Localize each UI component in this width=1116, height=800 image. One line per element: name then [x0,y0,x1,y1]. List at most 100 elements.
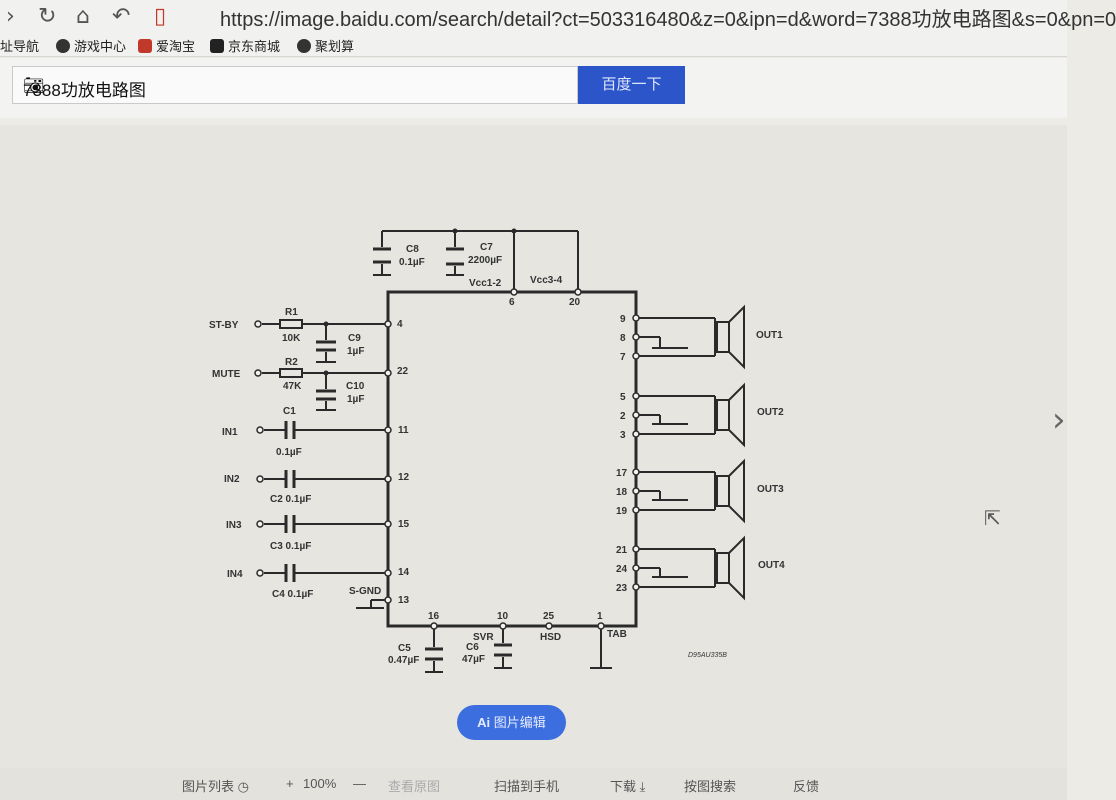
pin-18: 18 [616,487,628,498]
pin-6: 6 [509,297,515,308]
bookmark-juhuasuan[interactable]: 聚划算 [297,36,354,55]
c9-value: 1µF [347,346,364,357]
vcc34-label: Vcc3-4 [530,275,563,286]
image-list-button[interactable]: 图片列表 ◷ [182,776,249,795]
bookmark-games[interactable]: 游戏中心 [56,36,126,55]
c4-label: C4 0.1µF [272,589,313,600]
out3-label: OUT3 [757,484,784,495]
out2-label: OUT2 [757,407,784,418]
pin-15: 15 [398,519,410,530]
st-by-label: ST-BY [209,320,239,331]
pin-25: 25 [543,611,555,622]
pin-10: 10 [497,611,509,622]
ai-edit-button[interactable]: Ai 图片编辑 [457,705,566,740]
image-list-label: 图片列表 [182,779,235,794]
ai-edit-label: 图片编辑 [493,715,546,730]
c8-value: 0.1µF [399,257,425,268]
search-button[interactable]: 百度一下 [578,66,685,104]
ai-icon: Ai [477,715,491,730]
pin-23: 23 [616,583,628,594]
c9-label: C9 [348,333,361,344]
bookmark-jd[interactable]: 京东商城 [210,36,280,55]
in3-label: IN3 [226,520,242,531]
taobao-icon [138,39,152,53]
out1-label: OUT1 [756,330,783,341]
feedback-button[interactable]: 反馈 [793,779,820,794]
in1-label: IN1 [222,427,238,438]
c10-value: 1µF [347,394,364,405]
bookmarks-bar: 址导航 游戏中心 爱淘宝 京东商城 聚划算 [0,32,1067,57]
c1-label: C1 [283,406,296,417]
in4-label: IN4 [227,569,243,580]
bookmark-label: 游戏中心 [74,39,127,54]
speaker-out1 [636,304,745,370]
reload-icon[interactable]: ↻ [38,4,57,29]
hsd-label: HSD [540,632,561,643]
pin-7: 7 [620,352,626,363]
address-bar[interactable]: https://image.baidu.com/search/detail?ct… [220,9,1116,31]
bookmark-label: 聚划算 [315,39,355,54]
zoom-level: 100% [303,776,337,791]
c5-value: 0.47µF [388,655,419,666]
sgnd-label: S-GND [349,586,381,597]
bookmark-book-icon[interactable]: ▯ [154,4,167,29]
circuit-schematic: C8 0.1µF C7 2200µF Vcc1-2 Vcc3-4 6 20 ST… [209,228,785,673]
scan-to-phone-button[interactable]: 扫描到手机 [494,779,560,794]
clock-icon: ◷ [237,779,249,794]
pin-8: 8 [620,333,626,344]
camera-icon[interactable]: 📷︎ [23,76,45,95]
r1-label: R1 [285,307,298,318]
forward-icon[interactable]: › [6,4,15,29]
pin-21: 21 [616,545,628,556]
speaker-out2 [636,382,745,448]
c1-value: 0.1µF [276,447,302,458]
out4-label: OUT4 [758,560,785,571]
pin-14: 14 [398,567,410,578]
pin-5: 5 [620,392,626,403]
r1-value: 10K [282,333,301,344]
bookmark-label: 京东商城 [228,39,281,54]
pin-24: 24 [616,564,628,575]
zoom-in-button[interactable]: + [286,776,294,791]
undo-icon[interactable]: ↶ [112,4,131,29]
browser-toolbar: › ↻ ⌂ ↶ ▯ https://image.baidu.com/search… [0,0,1116,32]
globe-icon [297,39,311,53]
search-input[interactable]: 7388功放电路图 📷︎ [12,66,578,104]
home-icon[interactable]: ⌂ [76,4,90,29]
download-label: 下载 [610,779,637,794]
tab-label: TAB [607,629,627,640]
in2-label: IN2 [224,474,240,485]
pin-22: 22 [397,366,409,377]
pin-3: 3 [620,430,626,441]
jd-icon [210,39,224,53]
pin-1: 1 [597,611,603,622]
svr-label: SVR [473,632,494,643]
c8-label: C8 [406,244,419,255]
image-viewer [0,125,1067,770]
search-by-image-button[interactable]: 按图搜索 [684,779,737,794]
vcc12-label: Vcc1-2 [469,278,502,289]
download-icon: ⤓ [639,779,646,794]
r2-label: R2 [285,357,298,368]
r2-value: 47K [283,381,302,392]
pin-9: 9 [620,314,626,325]
speaker-out4 [636,535,745,601]
download-button[interactable]: 下载 ⤓ [610,776,645,795]
zoom-out-button[interactable]: — [353,776,366,791]
c6-label: C6 [466,642,479,653]
pin-4: 4 [397,319,403,330]
bookmark-nav[interactable]: 址导航 [0,36,39,55]
mute-label: MUTE [212,369,241,380]
pin-19: 19 [616,506,628,517]
pin-11: 11 [398,425,409,436]
speaker-out3 [636,458,745,524]
c6-value: 47µF [462,654,485,665]
bookmark-taobao[interactable]: 爱淘宝 [138,36,195,55]
next-image-icon[interactable]: › [1052,400,1066,440]
bookmark-label: 址导航 [0,39,40,54]
c2-label: C2 0.1µF [270,494,311,505]
search-header: 7388功放电路图 📷︎ 百度一下 [0,58,1067,118]
view-original-button[interactable]: 查看原图 [388,779,441,794]
pin-20: 20 [569,297,581,308]
c3-label: C3 0.1µF [270,541,311,552]
